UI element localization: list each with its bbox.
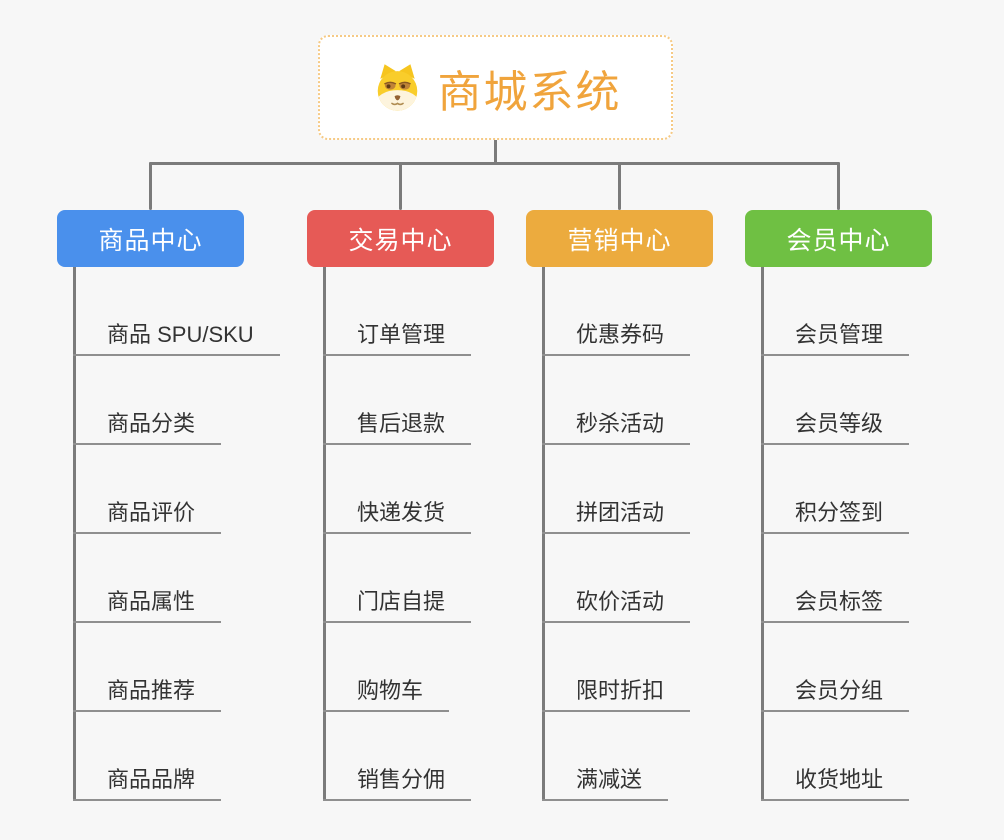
branch-node[interactable]: 会员中心 [745, 210, 932, 267]
branch-column: 会员中心 会员管理 会员等级 积分签到 会员标签 会员分组 收货地址 [745, 210, 995, 801]
leaf-node[interactable]: 优惠券码 [542, 322, 691, 356]
leaf-row: 商品评价 [73, 445, 280, 534]
branch-label: 营销中心 [567, 226, 672, 255]
leaf-node[interactable]: 商品品牌 [73, 767, 222, 801]
leaf-row: 商品属性 [73, 534, 280, 623]
connector-drop-line [399, 162, 402, 210]
leaf-node[interactable]: 会员等级 [761, 411, 910, 445]
leaf-node[interactable]: 商品分类 [73, 411, 222, 445]
root-title: 商城系统 [437, 67, 622, 117]
connector-drop-line [618, 162, 621, 210]
leaf-row: 拼团活动 [542, 445, 691, 534]
leaf-row: 满减送 [542, 712, 690, 801]
leaf-node[interactable]: 快递发货 [323, 500, 472, 534]
leaf-node[interactable]: 购物车 [323, 678, 450, 712]
connector-drop-line [149, 162, 152, 210]
leaf-node[interactable]: 销售分佣 [323, 767, 472, 801]
branch-spine-line [542, 267, 545, 801]
leaf-node[interactable]: 门店自提 [323, 589, 472, 623]
leaf-node[interactable]: 砍价活动 [542, 589, 691, 623]
branch-leaves: 订单管理 售后退款 快递发货 门店自提 购物车 销售分佣 [323, 267, 472, 801]
leaf-row: 销售分佣 [323, 712, 472, 801]
branch-spine-line [73, 267, 76, 801]
branch-column: 商品中心 商品 SPU/SKU 商品分类 商品评价 商品属性 商品推荐 商品品牌 [57, 210, 307, 801]
leaf-node[interactable]: 会员标签 [761, 589, 910, 623]
branch-leaves: 优惠券码 秒杀活动 拼团活动 砍价活动 限时折扣 满减送 [542, 267, 691, 801]
leaf-row: 会员等级 [761, 356, 910, 445]
branch-leaves: 会员管理 会员等级 积分签到 会员标签 会员分组 收货地址 [761, 267, 910, 801]
shiba-dog-icon [370, 60, 425, 115]
connector-horizontal-line [149, 162, 840, 165]
root-node[interactable]: 商城系统 [318, 35, 673, 140]
leaf-row: 商品分类 [73, 356, 280, 445]
leaf-node[interactable]: 积分签到 [761, 500, 910, 534]
leaf-node[interactable]: 会员分组 [761, 678, 910, 712]
connector-drop-line [837, 162, 840, 210]
leaf-row: 会员标签 [761, 534, 910, 623]
leaf-node[interactable]: 会员管理 [761, 322, 910, 356]
branch-spine-line [323, 267, 326, 801]
leaf-node[interactable]: 秒杀活动 [542, 411, 691, 445]
leaf-row: 商品 SPU/SKU [73, 267, 280, 356]
branch-leaves: 商品 SPU/SKU 商品分类 商品评价 商品属性 商品推荐 商品品牌 [73, 267, 280, 801]
branch-node[interactable]: 营销中心 [526, 210, 713, 267]
branch-label: 商品中心 [98, 226, 203, 255]
leaf-node[interactable]: 满减送 [542, 767, 669, 801]
leaf-node[interactable]: 拼团活动 [542, 500, 691, 534]
leaf-row: 收货地址 [761, 712, 910, 801]
leaf-row: 购物车 [323, 623, 471, 712]
leaf-row: 会员管理 [761, 267, 910, 356]
branch-node[interactable]: 商品中心 [57, 210, 244, 267]
leaf-row: 商品品牌 [73, 712, 280, 801]
leaf-row: 订单管理 [323, 267, 472, 356]
leaf-row: 优惠券码 [542, 267, 691, 356]
leaf-row: 砍价活动 [542, 534, 691, 623]
leaf-node[interactable]: 商品评价 [73, 500, 222, 534]
leaf-node[interactable]: 订单管理 [323, 322, 472, 356]
leaf-node[interactable]: 商品属性 [73, 589, 222, 623]
leaf-row: 商品推荐 [73, 623, 280, 712]
leaf-node[interactable]: 售后退款 [323, 411, 472, 445]
leaf-row: 快递发货 [323, 445, 472, 534]
branch-column: 营销中心 优惠券码 秒杀活动 拼团活动 砍价活动 限时折扣 满减送 [526, 210, 776, 801]
branch-label: 交易中心 [348, 226, 453, 255]
leaf-node[interactable]: 限时折扣 [542, 678, 691, 712]
leaf-row: 积分签到 [761, 445, 910, 534]
branch-node[interactable]: 交易中心 [307, 210, 494, 267]
branch-column: 交易中心 订单管理 售后退款 快递发货 门店自提 购物车 销售分佣 [307, 210, 557, 801]
leaf-row: 限时折扣 [542, 623, 691, 712]
connector-root-stub [494, 140, 497, 164]
leaf-node[interactable]: 商品 SPU/SKU [73, 322, 280, 356]
leaf-node[interactable]: 收货地址 [761, 767, 910, 801]
branch-label: 会员中心 [786, 226, 891, 255]
leaf-row: 售后退款 [323, 356, 472, 445]
branch-spine-line [761, 267, 764, 801]
leaf-node[interactable]: 商品推荐 [73, 678, 222, 712]
leaf-row: 秒杀活动 [542, 356, 691, 445]
leaf-row: 会员分组 [761, 623, 910, 712]
leaf-row: 门店自提 [323, 534, 472, 623]
